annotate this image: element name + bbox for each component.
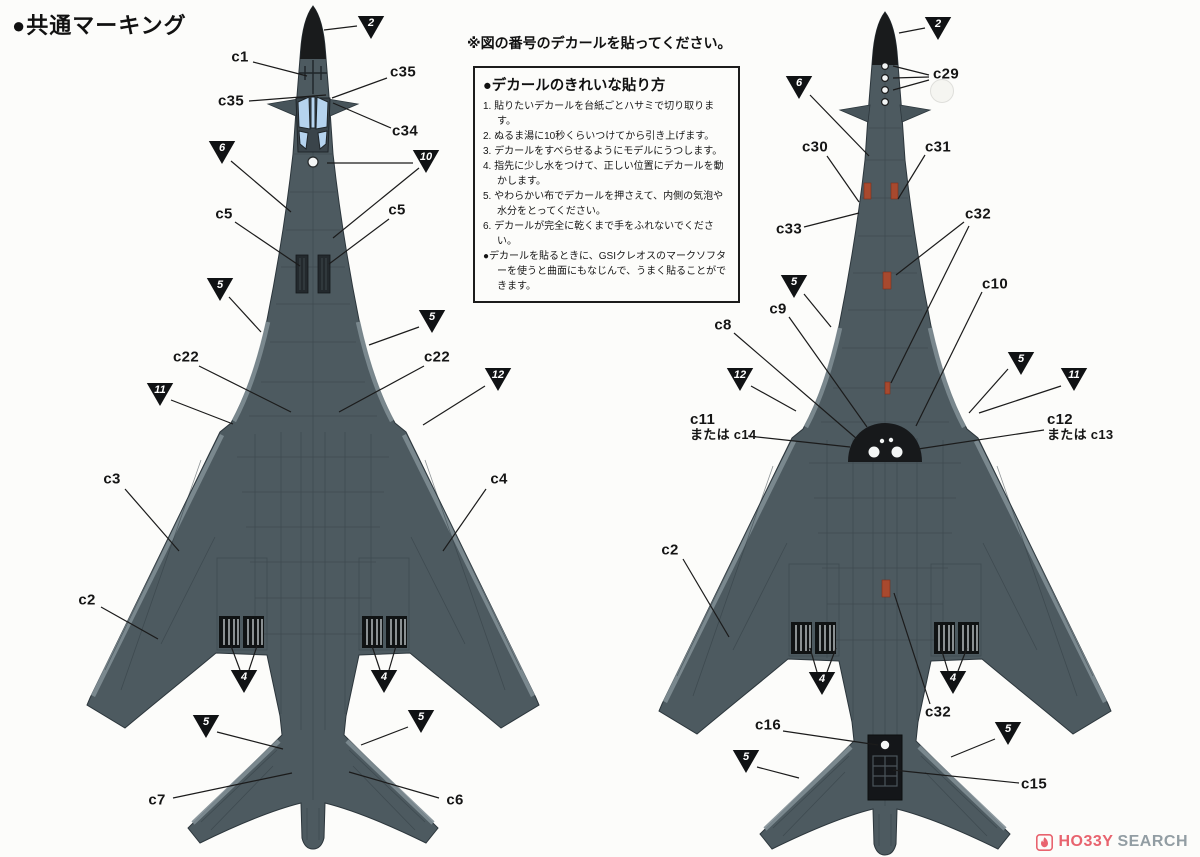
leader-lines <box>100 25 1062 799</box>
leader-line <box>782 730 879 746</box>
leader-line <box>733 332 858 440</box>
decal-instruction-box: ●デカールのきれいな貼り方 1. 貼りたいデカールを台紙ごとハサミで切り取ります… <box>473 66 740 303</box>
leader-line <box>368 326 420 346</box>
decal-note: ※図の番号のデカールを貼ってください。 <box>467 35 732 51</box>
leader-line <box>826 647 837 673</box>
leader-line <box>682 558 730 638</box>
instruction-step: 3. デカールをすべらせるようにモデルにうつします。 <box>483 146 723 157</box>
leader-line <box>323 25 358 31</box>
leader-line <box>917 429 1045 450</box>
leader-line <box>100 606 159 640</box>
leader-line <box>360 726 409 746</box>
leader-line <box>198 365 292 413</box>
page-title: ●共通マーキング <box>12 13 187 38</box>
leader-line <box>803 212 860 228</box>
logo-hobby-text: HO33Y <box>1058 833 1114 850</box>
leader-line <box>895 221 965 276</box>
leader-line <box>228 296 262 333</box>
leader-line <box>388 645 397 671</box>
instruction-footnote: ●デカールを貼るときに、GSIクレオスのマークソフターを使うと曲面にもなじんで、… <box>483 251 727 292</box>
leader-line <box>892 76 930 79</box>
leader-line <box>968 368 1009 414</box>
instruction-step: 5. やわらかい布でデカールを押さえて、内側の気泡や水分をとってください。 <box>483 191 724 217</box>
leader-line <box>915 291 983 427</box>
leader-line <box>234 221 301 267</box>
leader-line <box>332 167 420 239</box>
right-aircraft-bottom-view <box>659 12 1111 855</box>
nose-circles <box>880 61 890 106</box>
leader-line <box>338 365 425 413</box>
tail-box <box>867 734 903 801</box>
instruction-step: 4. 指先に少し水をつけて、正しい位置にデカールを動かします。 <box>483 161 724 187</box>
leader-line <box>940 647 949 672</box>
radome-dome <box>848 423 922 462</box>
leader-line <box>371 645 381 671</box>
leader-line <box>332 102 392 129</box>
leader-line <box>124 488 180 552</box>
left-aircraft-top-view <box>87 6 539 849</box>
leader-line <box>230 645 241 671</box>
leader-line <box>248 94 327 102</box>
leader-line <box>809 647 818 673</box>
leader-line <box>442 488 487 552</box>
canopy <box>295 96 331 153</box>
leader-line <box>892 79 930 91</box>
flame-icon <box>1036 833 1054 851</box>
leader-line <box>803 293 832 328</box>
leader-line <box>230 160 292 213</box>
red-marks <box>863 182 899 598</box>
leader-line <box>172 772 293 799</box>
leader-line <box>348 771 440 799</box>
instruction-step: 6. デカールが完全に乾くまで手をふれないでください。 <box>483 221 714 247</box>
leader-line <box>978 385 1062 414</box>
spine-panels <box>295 254 331 294</box>
leader-line <box>890 225 970 384</box>
leader-line <box>750 385 797 412</box>
faint-stamp <box>930 79 954 103</box>
leader-line <box>898 27 926 34</box>
instruction-box-title: ●デカールのきれいな貼り方 <box>483 78 666 94</box>
instruction-step: 1. 貼りたいデカールを台紙ごとハサミで切り取ります。 <box>483 101 715 127</box>
leader-line <box>892 65 930 76</box>
leader-line <box>809 94 870 157</box>
leader-line <box>950 738 996 758</box>
leader-line <box>892 769 1020 784</box>
leader-line <box>248 645 258 671</box>
logo-search-text: SEARCH <box>1117 833 1188 850</box>
leader-line <box>747 435 851 448</box>
leader-line <box>897 154 926 200</box>
leader-line <box>893 592 931 705</box>
leader-line <box>216 731 284 750</box>
leader-line <box>328 218 390 265</box>
leader-line <box>756 766 800 779</box>
leader-line <box>331 77 388 99</box>
leader-line <box>957 647 968 672</box>
leader-line <box>422 385 486 426</box>
instruction-steps: 1. 貼りたいデカールを台紙ごとハサミで切り取ります。 2. ぬるま湯に10秒くら… <box>483 99 730 249</box>
leader-line <box>788 316 868 428</box>
leader-line <box>252 61 308 77</box>
leader-line <box>170 399 234 425</box>
instruction-step: 2. ぬるま湯に10秒くらいつけてから引き上げます。 <box>483 131 715 142</box>
leader-line <box>826 155 860 203</box>
